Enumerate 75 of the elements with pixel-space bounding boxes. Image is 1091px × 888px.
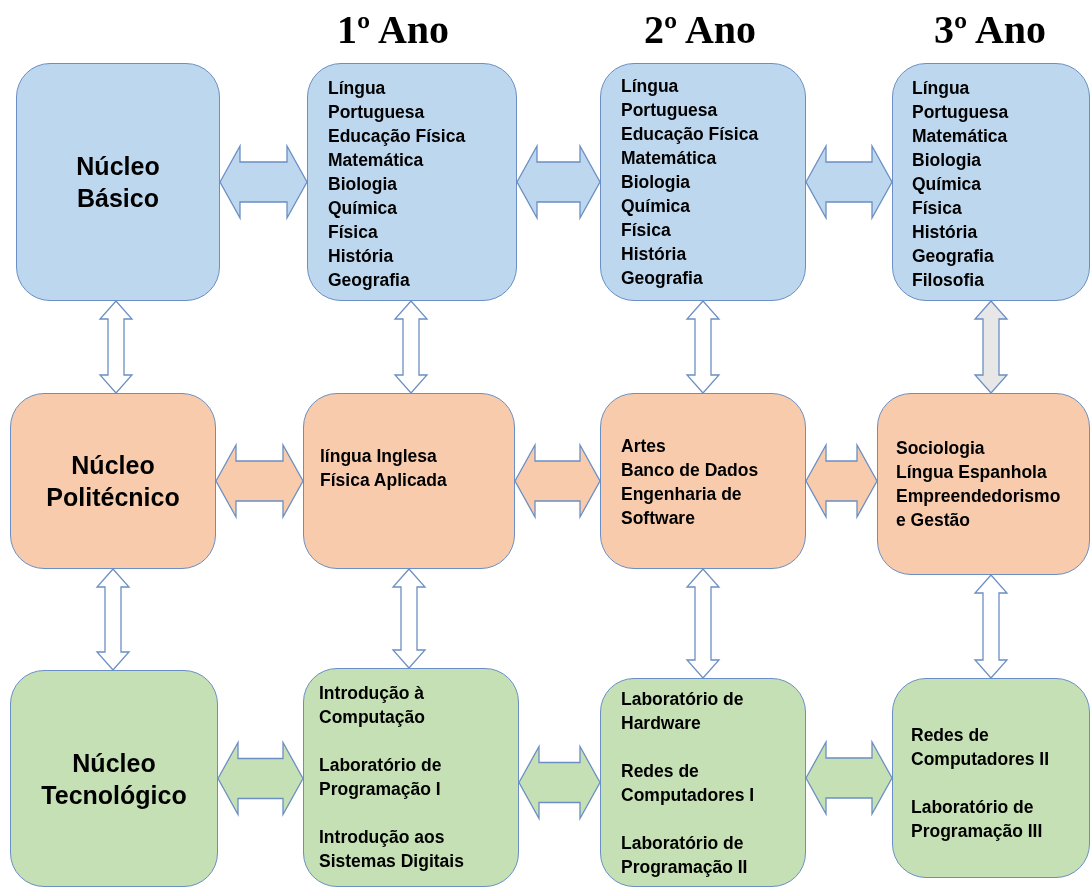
subject-text: Empreendedorismo e Gestão: [896, 485, 1062, 532]
subject-text: Laboratório de Programação II: [621, 832, 749, 879]
subject-box: [600, 678, 806, 887]
subject-box: [307, 63, 517, 301]
double-arrow: [391, 568, 427, 669]
subject-text: língua Inglesa: [320, 445, 438, 468]
core-title: Núcleo Politécnico: [45, 450, 181, 513]
subject-text: Biologia: [621, 171, 692, 194]
subject-text: Língua Espanhola: [896, 461, 1048, 484]
subject-text: Língua Portuguesa: [621, 75, 719, 122]
double-arrow: [973, 574, 1009, 679]
double-arrow: [98, 300, 134, 394]
subject-text: História: [328, 245, 395, 268]
subject-text: Física Aplicada: [320, 469, 448, 492]
subject-text: Física: [328, 221, 379, 244]
subject-box: [892, 63, 1090, 301]
double-arrow: [393, 300, 429, 394]
subject-text: Engenharia de Software: [621, 483, 743, 530]
double-arrow: [805, 442, 878, 520]
subject-text: Redes de Computadores I: [621, 760, 756, 807]
year-heading: 3º Ano: [932, 6, 1048, 53]
subject-text: Sociologia: [896, 437, 986, 460]
double-arrow: [805, 143, 893, 221]
subject-text: Língua Portuguesa: [328, 77, 426, 124]
subject-box: [303, 393, 515, 569]
double-arrow: [215, 442, 304, 520]
subject-text: Laboratório de Programação III: [911, 796, 1044, 843]
double-arrow: [95, 568, 131, 671]
year-heading: 1º Ano: [335, 6, 451, 53]
core-title: Núcleo Tecnológico: [40, 747, 188, 811]
subject-text: Geografia: [328, 269, 411, 292]
subject-box: [600, 63, 806, 301]
core-box: [10, 670, 218, 887]
year-heading: 2º Ano: [642, 6, 758, 53]
subject-text: Biologia: [328, 173, 399, 196]
subject-text: Geografia: [621, 267, 704, 290]
subject-text: Educação Física: [621, 123, 760, 146]
subject-text: Introdução aos Sistemas Digitais: [319, 826, 465, 873]
subject-text: Laboratório de Programação I: [319, 754, 443, 801]
core-box: [16, 63, 220, 301]
subject-text: Biologia: [912, 149, 983, 172]
double-arrow: [518, 744, 601, 821]
subject-text: Filosofia: [912, 269, 985, 292]
subject-text: Matemática: [912, 125, 1009, 148]
double-arrow: [217, 740, 304, 817]
subject-box: [877, 393, 1090, 575]
subject-text: Educação Física: [328, 125, 467, 148]
subject-text: Física: [912, 197, 963, 220]
subject-text: Matemática: [621, 147, 718, 170]
subject-text: Laboratório de Hardware: [621, 688, 745, 735]
subject-text: Química: [621, 195, 692, 218]
subject-text: História: [912, 221, 979, 244]
subject-text: Introdução à Computação: [319, 682, 426, 729]
subject-text: História: [621, 243, 688, 266]
double-arrow: [973, 300, 1009, 394]
subject-text: Química: [328, 197, 399, 220]
double-arrow: [514, 442, 601, 520]
double-arrow: [685, 568, 721, 679]
subject-text: Língua Portuguesa: [912, 77, 1010, 124]
subject-text: Geografia: [912, 245, 995, 268]
subject-text: Química: [912, 173, 983, 196]
double-arrow: [805, 739, 893, 817]
core-title: Núcleo Básico: [75, 151, 161, 214]
subject-box: [600, 393, 806, 569]
subject-text: Matemática: [328, 149, 425, 172]
core-box: [10, 393, 216, 569]
subject-text: Redes de Computadores II: [911, 724, 1051, 771]
double-arrow: [219, 143, 308, 221]
subject-box: [303, 668, 519, 887]
subject-box: [892, 678, 1090, 878]
double-arrow: [516, 143, 601, 221]
subject-text: Banco de Dados: [621, 459, 760, 482]
subject-text: Artes: [621, 435, 667, 458]
subject-text: Física: [621, 219, 672, 242]
double-arrow: [685, 300, 721, 394]
